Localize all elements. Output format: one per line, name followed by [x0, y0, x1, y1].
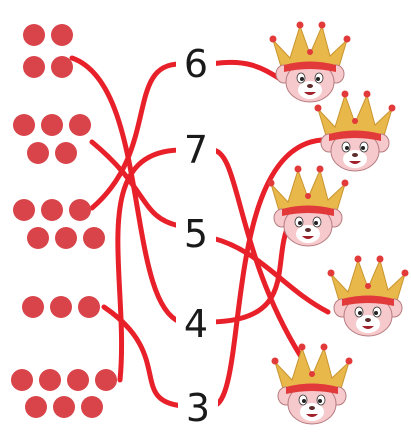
number-7: 7	[176, 130, 216, 170]
number-5: 5	[176, 214, 216, 254]
dot	[67, 369, 89, 391]
dot	[69, 114, 91, 136]
line-dots3-to-3	[104, 307, 182, 406]
dot	[83, 227, 105, 249]
dot	[23, 56, 45, 78]
dot-group-1	[23, 24, 73, 78]
dot	[78, 296, 100, 318]
dot	[53, 396, 75, 418]
dot	[51, 24, 73, 46]
dot	[22, 296, 44, 318]
dot	[23, 24, 45, 46]
dot-group-5	[11, 369, 117, 418]
dot	[55, 142, 77, 164]
dot	[81, 396, 103, 418]
dot	[27, 142, 49, 164]
dot	[27, 227, 49, 249]
dot-group-4	[22, 296, 100, 318]
dot	[51, 56, 73, 78]
dot	[95, 369, 117, 391]
jester-mouse-icon	[272, 344, 353, 425]
number-4: 4	[176, 304, 216, 344]
dot	[25, 396, 47, 418]
jester-mouse-icon	[270, 22, 351, 103]
dot	[50, 296, 72, 318]
jester-mouse-icon	[268, 166, 349, 247]
dot	[69, 199, 91, 221]
dot-group-2	[13, 114, 91, 164]
dot	[13, 199, 35, 221]
dot	[41, 199, 63, 221]
dot	[11, 369, 33, 391]
number-3: 3	[178, 388, 218, 428]
dot	[55, 227, 77, 249]
jester-mouse-icon	[315, 91, 396, 172]
dot	[39, 369, 61, 391]
line-7-to-mascot5	[212, 150, 300, 355]
number-6: 6	[176, 44, 216, 84]
dot	[13, 114, 35, 136]
line-6-to-mascot1	[212, 62, 282, 80]
jester-mouse-icon	[328, 256, 409, 337]
dot	[41, 114, 63, 136]
